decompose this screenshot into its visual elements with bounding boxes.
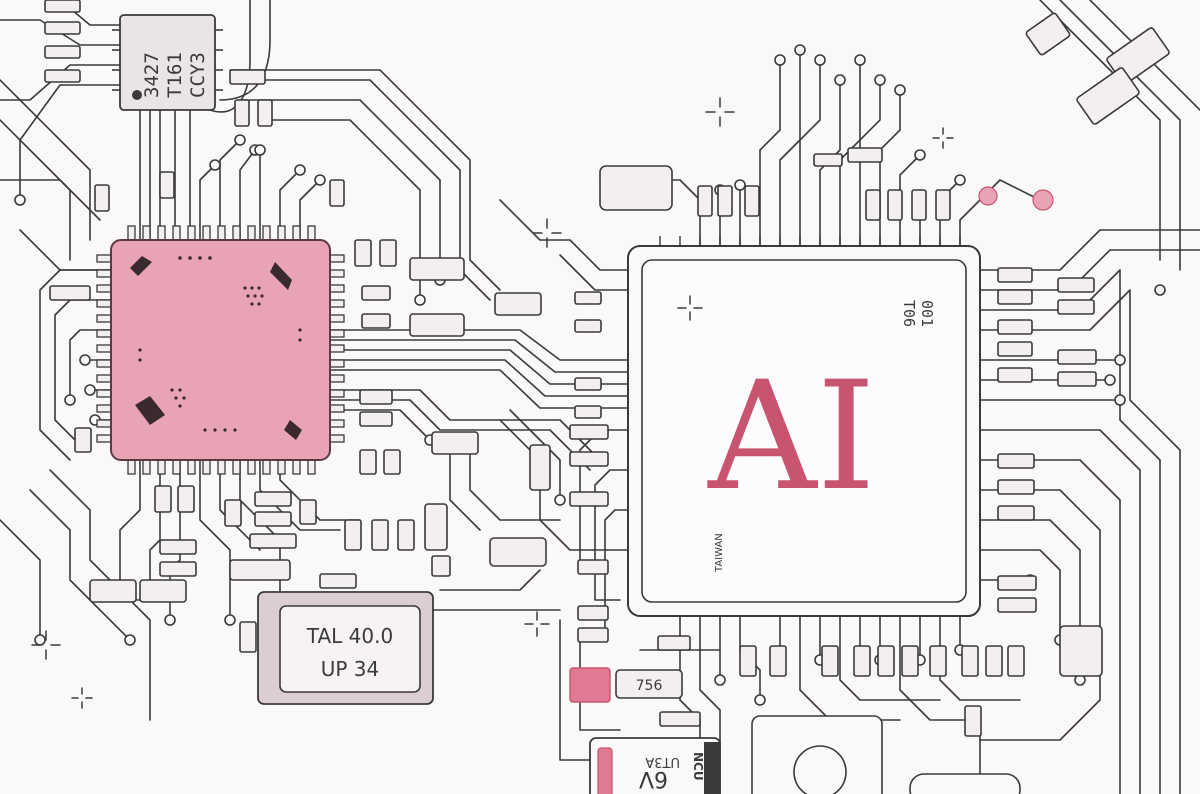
top-ic-chip: 3427 T161 CCY3 — [112, 14, 223, 111]
ai-chip: 001 T06 AI TAIWAN — [627, 236, 981, 617]
ai-chip-label: AI — [707, 350, 876, 524]
capacitor-brand: NCU — [691, 752, 705, 781]
bottom-right-components — [751, 715, 1021, 794]
capacitor-line1: UT3A — [645, 754, 680, 769]
top-ic-line3: CCY3 — [187, 52, 209, 98]
electrolytic-capacitor: UT3A 6V NCU — [589, 737, 721, 794]
small-part-label: 756 — [636, 678, 663, 694]
crystal-line2: UP 34 — [321, 657, 380, 681]
top-ic-line2: T161 — [164, 52, 186, 98]
crystal-line1: TAL 40.0 — [306, 624, 393, 648]
ai-chip-code-line2: T06 — [900, 300, 918, 327]
crystal-oscillator: TAL 40.0 UP 34 — [257, 591, 434, 705]
ai-chip-code-line1: 001 — [918, 300, 936, 327]
top-ic-line1: 3427 — [141, 52, 163, 98]
sparkle-icon — [31, 97, 954, 709]
small-part-756: 756 — [569, 667, 683, 703]
passive-components — [44, 0, 1170, 737]
capacitor-line2: 6V — [639, 766, 668, 791]
ai-chip-origin: TAIWAN — [714, 533, 725, 573]
pink-mcu-chip — [96, 225, 345, 475]
